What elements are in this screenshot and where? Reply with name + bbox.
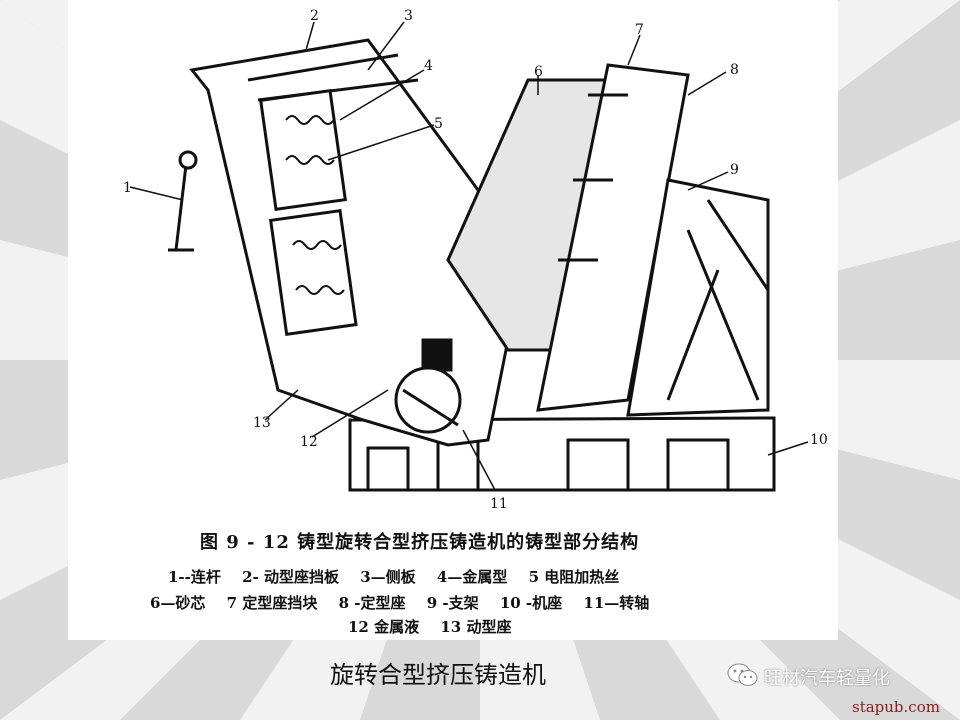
legend-item: 12 金属液 xyxy=(348,618,420,636)
legend-item: 13 动型座 xyxy=(440,618,512,636)
legend-item: 5 电阻加热丝 xyxy=(528,568,620,586)
legend-item: 4—金属型 xyxy=(436,568,508,586)
callout-8: 8 xyxy=(730,62,739,78)
site-url[interactable]: stapub.com xyxy=(852,698,940,716)
legend-item: 11—转轴 xyxy=(583,594,650,612)
legend-item: 9 -支架 xyxy=(426,594,479,612)
fixed-mould-seat xyxy=(536,63,690,412)
callout-1: 1 xyxy=(123,180,132,196)
legend-item: 7 定型座挡块 xyxy=(226,594,318,612)
callout-4: 4 xyxy=(424,58,433,74)
legend-row: 6—砂芯 7 定型座挡块 8 -定型座 9 -支架 10 -机座 11—转轴 xyxy=(150,592,665,613)
callout-7: 7 xyxy=(635,22,644,38)
legend-item: 2- 动型座挡板 xyxy=(242,568,340,586)
callout-10: 10 xyxy=(810,432,828,448)
metal-liquid xyxy=(421,338,453,372)
callout-13: 13 xyxy=(253,415,271,431)
callout-3: 3 xyxy=(404,8,413,24)
callout-11: 11 xyxy=(490,496,508,512)
callout-12: 12 xyxy=(300,434,318,450)
wechat-icon xyxy=(727,663,758,686)
legend-row: 12 金属液 13 动型座 xyxy=(348,616,527,637)
link-rod xyxy=(168,164,194,252)
callout-5: 5 xyxy=(434,116,443,132)
casting-machine-diagram: 1 2 3 4 5 6 7 8 9 10 11 12 13 xyxy=(123,8,828,512)
callout-6: 6 xyxy=(534,64,543,80)
legend-row: 1--连杆 2- 动型座挡板 3—侧板 4—金属型 5 电阻加热丝 xyxy=(168,566,635,587)
legend-item: 6—砂芯 xyxy=(150,594,206,612)
watermark: 旺材汽车轻量化 xyxy=(764,668,890,689)
callout-2: 2 xyxy=(310,8,319,24)
legend-item: 1--连杆 xyxy=(168,568,221,586)
slide-title: 旋转合型挤压铸造机 xyxy=(330,661,546,689)
figure-caption: 图 9 - 12 铸型旋转合型挤压铸造机的铸型部分结构 xyxy=(200,532,640,553)
legend-item: 3—侧板 xyxy=(360,568,416,586)
rotating-shaft xyxy=(394,366,462,434)
callout-9: 9 xyxy=(730,162,739,178)
legend-item: 10 -机座 xyxy=(499,594,563,612)
legend-item: 8 -定型座 xyxy=(338,594,406,612)
